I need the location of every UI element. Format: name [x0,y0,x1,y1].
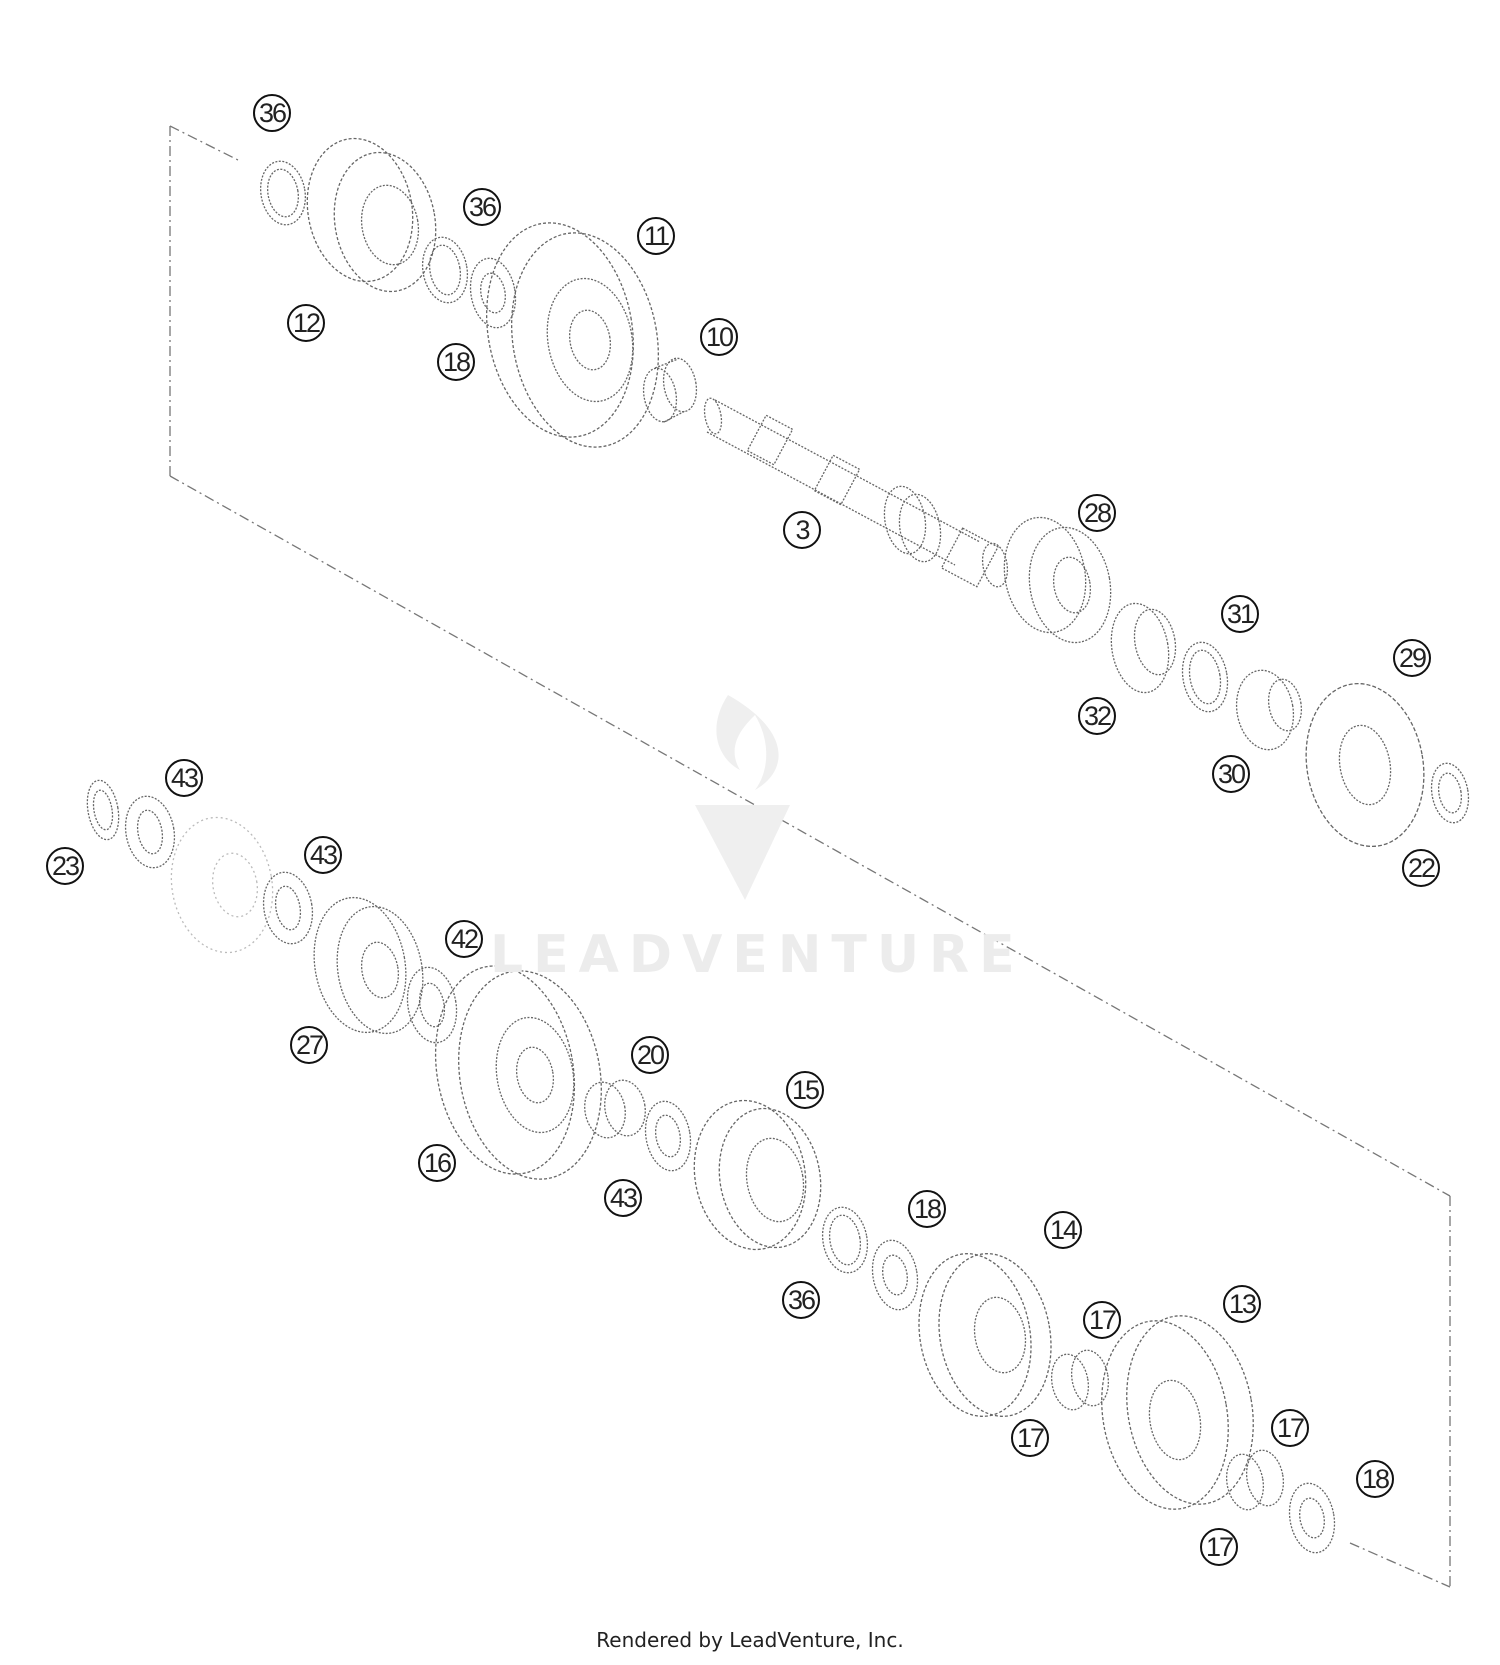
watermark: LEADVENTURE [490,925,1025,985]
washer-42 [406,966,458,1044]
part-callout-17[interactable]: 17 [1271,1409,1309,1447]
part-callout-18[interactable]: 18 [908,1190,946,1228]
spacer-30 [1235,669,1303,751]
part-callout-30[interactable]: 30 [1212,755,1250,793]
bearing-28 [1003,516,1112,644]
part-callout-36[interactable]: 36 [253,94,291,132]
snap-ring-36a [259,160,307,226]
bushing-10 [642,357,698,423]
part-callout-43[interactable]: 43 [304,836,342,874]
part-callout-13[interactable]: 13 [1223,1285,1261,1323]
part-callout-36[interactable]: 36 [782,1281,820,1319]
part-callout-17[interactable]: 17 [1083,1301,1121,1339]
gear-faded [170,816,274,954]
washer-18b [871,1239,919,1311]
part-callout-20[interactable]: 20 [631,1036,669,1074]
part-callout-17[interactable]: 17 [1011,1419,1049,1457]
footer-credit: Rendered by LeadVenture, Inc. [596,1628,904,1652]
gear-14 [918,1253,1052,1417]
needle-bearing-17b [1225,1449,1285,1511]
washer-43b [262,871,314,945]
circlip-23 [86,779,120,841]
part-callout-23[interactable]: 23 [46,847,84,885]
gear-13 [1101,1315,1254,1510]
needle-bearing-20 [584,1079,646,1139]
part-callout-3[interactable]: 3 [783,511,821,549]
part-callout-14[interactable]: 14 [1044,1211,1082,1249]
washer-43c [644,1100,692,1172]
seal-32 [1110,602,1177,694]
part-callout-31[interactable]: 31 [1221,595,1259,633]
washer-18a [469,257,517,329]
needle-bearing-17a [1050,1349,1110,1411]
gear-15 [693,1099,822,1251]
snap-ring-36b [421,236,469,304]
washer-18c [1288,1482,1336,1554]
part-callout-18[interactable]: 18 [437,343,475,381]
sprocket-29 [1305,682,1425,848]
part-callout-10[interactable]: 10 [700,318,738,356]
part-callout-17[interactable]: 17 [1200,1528,1238,1566]
part-callout-15[interactable]: 15 [786,1071,824,1109]
leadventure-logo-icon [695,695,790,900]
part-callout-42[interactable]: 42 [445,920,483,958]
part-callout-27[interactable]: 27 [290,1026,328,1064]
part-callout-12[interactable]: 12 [287,304,325,342]
gear-12 [306,137,437,293]
gear-16 [434,965,602,1180]
part-callout-18[interactable]: 18 [1356,1460,1394,1498]
part-callout-32[interactable]: 32 [1078,697,1116,735]
part-callout-36[interactable]: 36 [463,188,501,226]
circlip-22 [1430,762,1470,824]
part-callout-28[interactable]: 28 [1078,494,1116,532]
part-callout-43[interactable]: 43 [604,1179,642,1217]
part-callout-43[interactable]: 43 [165,759,203,797]
part-callout-16[interactable]: 16 [418,1144,456,1182]
washer-43a [124,795,176,869]
gear-11 [486,222,659,448]
part-callout-11[interactable]: 11 [637,217,675,255]
shaft-3 [703,397,1009,588]
bearing-27 [313,896,424,1035]
o-ring-31 [1181,641,1229,713]
part-callout-22[interactable]: 22 [1402,849,1440,887]
snap-ring-36c [821,1206,869,1274]
part-callout-29[interactable]: 29 [1393,639,1431,677]
assembly-boundary [169,125,1451,1588]
